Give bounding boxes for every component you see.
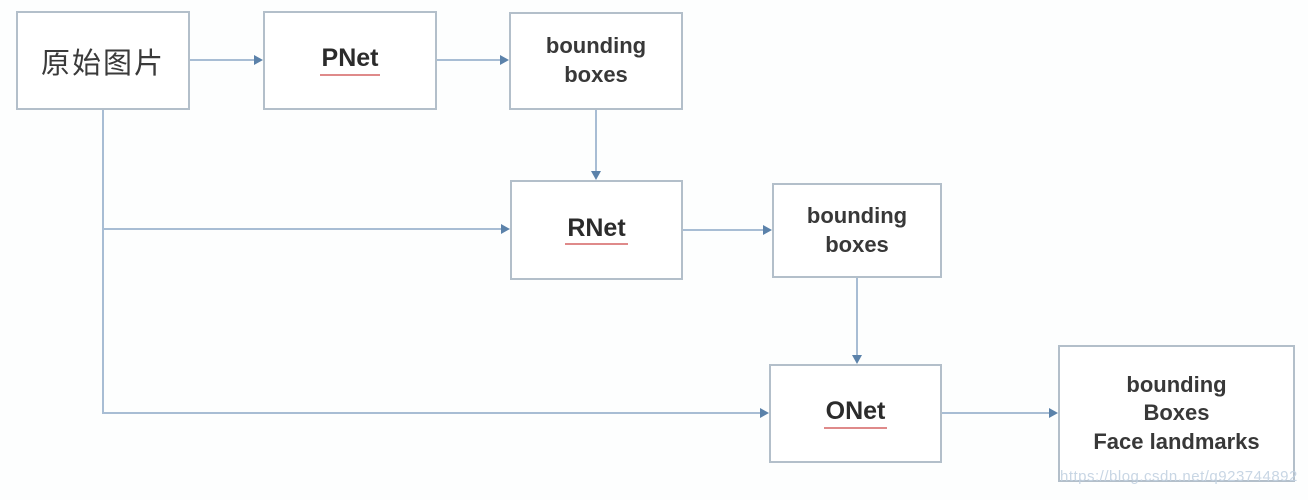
node-rnet-label: RNet [565,214,628,246]
edge-bboxes-to-onet-arrowhead-icon [852,355,862,364]
edge-pnet-to-bboxes-arrowhead-icon [500,55,509,65]
node-rnet-bounding-boxes: bounding boxes [772,183,942,278]
node-pnet-label: PNet [319,45,381,76]
edge-bboxes-to-rnet-arrowhead-icon [591,171,601,180]
node-onet: ONet [769,364,942,463]
node-pnet-bounding-boxes-line2: boxes [564,62,628,87]
edge-bboxes-to-onet-line [856,278,858,355]
edge-input-to-rnet-arrowhead-icon [501,224,510,234]
edge-rnet-to-bboxes-line [683,229,763,231]
edge-input-trunk-line [102,110,104,414]
edge-onet-to-output-arrowhead-icon [1049,408,1058,418]
node-pnet-bounding-boxes: bounding boxes [509,12,683,110]
node-pnet: PNet [263,11,437,110]
node-rnet: RNet [510,180,683,280]
node-rnet-bounding-boxes-line2: boxes [825,231,889,257]
edge-onet-to-output-line [942,412,1049,414]
edge-input-to-onet-arrowhead-icon [760,408,769,418]
node-output-line2: Boxes [1143,400,1210,426]
node-onet-label: ONet [823,398,888,429]
node-output-line1: bounding [1126,371,1227,397]
edge-input-to-pnet-line [190,59,254,61]
edge-input-to-onet-line [102,412,760,414]
edge-bboxes-to-rnet-line [595,110,597,171]
edge-input-to-pnet-arrowhead-icon [254,55,263,65]
node-input-image: 原始图片 [16,11,190,110]
node-input-image-label: 原始图片 [40,47,165,80]
node-pnet-bounding-boxes-line1: bounding [545,33,647,59]
csdn-watermark: https://blog.csdn.net/q923744892 [1060,468,1298,485]
node-output-line3: Face landmarks [1093,428,1260,454]
edge-input-to-rnet-line [102,228,501,230]
node-rnet-bounding-boxes-line1: bounding [806,202,908,228]
node-output: bounding Boxes Face landmarks [1058,345,1295,482]
edge-pnet-to-bboxes-line [437,59,500,61]
edge-rnet-to-bboxes-arrowhead-icon [763,225,772,235]
